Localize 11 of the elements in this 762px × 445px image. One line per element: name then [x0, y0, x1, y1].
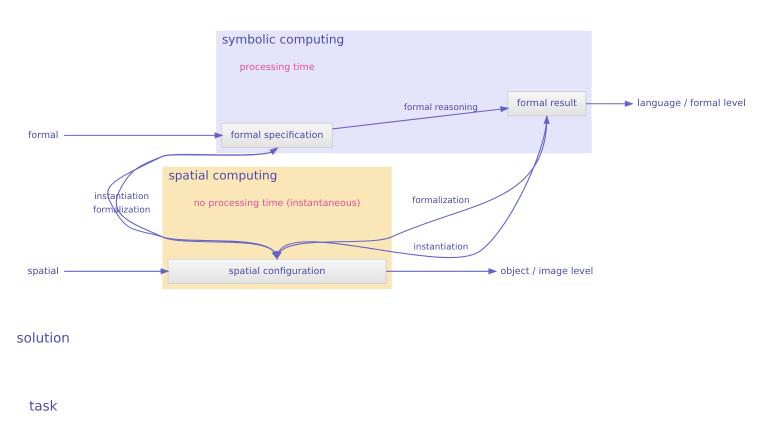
- node-text: object / image level: [500, 266, 594, 277]
- label: solution: [16, 332, 70, 347]
- label: processing time: [240, 62, 315, 73]
- label: no processing time (instantaneous): [194, 198, 360, 209]
- edge-label: instantiation: [414, 242, 468, 252]
- node-text: formal: [28, 130, 58, 141]
- edge-label: formalization: [412, 196, 470, 206]
- node-text: spatial: [28, 266, 59, 277]
- node-text: language / formal level: [637, 98, 746, 110]
- edge-label: formal reasoning: [404, 103, 478, 114]
- label: task: [29, 400, 58, 415]
